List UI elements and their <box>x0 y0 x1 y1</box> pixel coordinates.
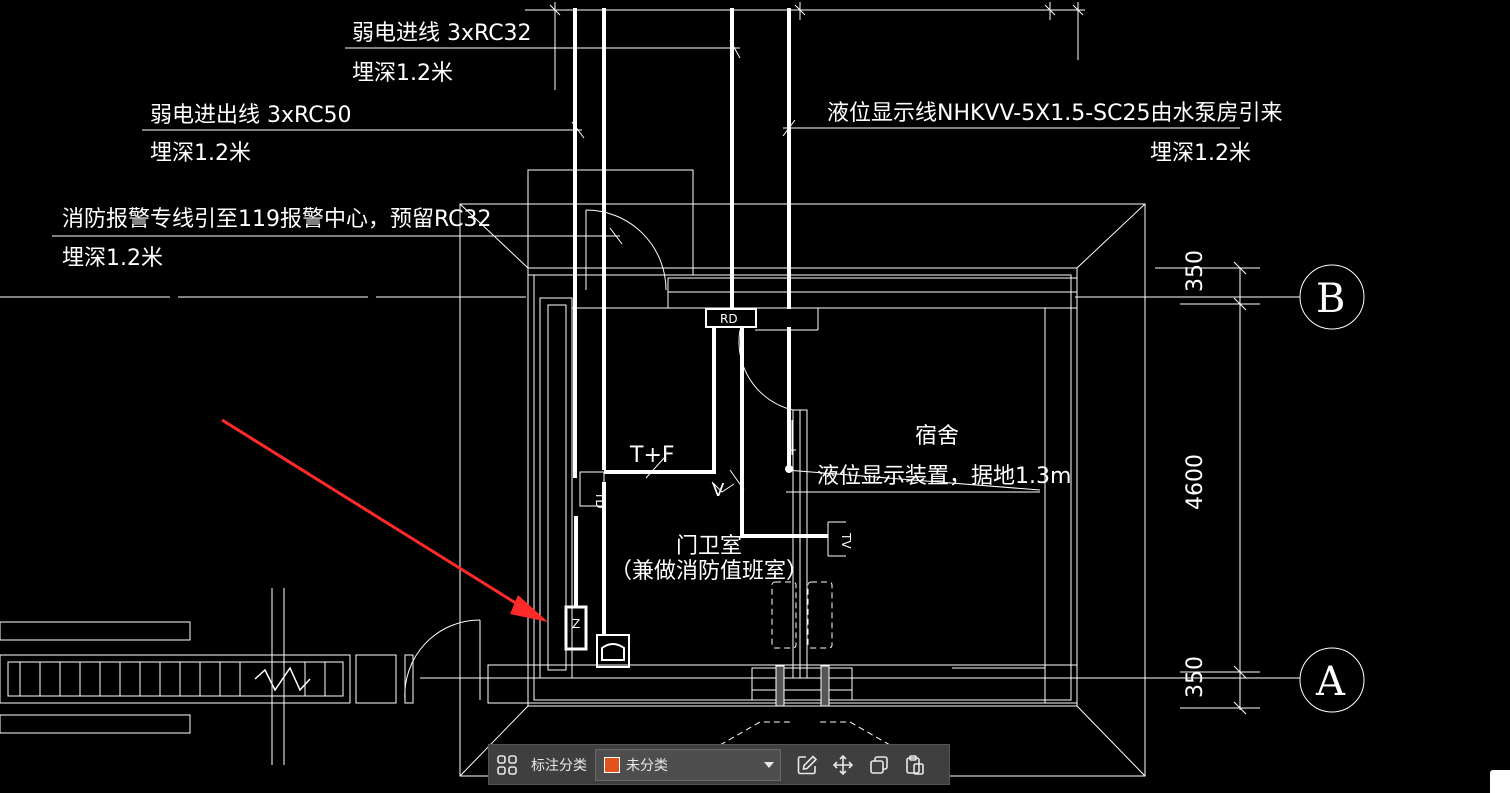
dim-350-bottom: 350 <box>1183 656 1208 698</box>
dim-4600: 4600 <box>1183 454 1208 510</box>
dim-350-top: 350 <box>1183 250 1208 292</box>
category-color-swatch <box>604 756 620 773</box>
copy-icon[interactable] <box>861 748 897 782</box>
v-label: V <box>712 480 725 501</box>
note-fire-alarm: 消防报警专线引至119报警中心，预留RC32 <box>62 207 492 232</box>
grid-icon[interactable] <box>489 748 525 782</box>
tv-label: TV <box>839 532 853 549</box>
category-select[interactable]: 未分类 <box>595 748 781 781</box>
category-label: 标注分类 <box>531 757 587 774</box>
note-fire-alarm-depth: 埋深1.2米 <box>62 246 163 271</box>
side-panel-handle[interactable] <box>1490 770 1510 793</box>
level-display-device-label: 液位显示装置，据地1.3m <box>817 464 1071 489</box>
note-weak-in-depth: 埋深1.2米 <box>352 61 453 86</box>
red-arrow-annotation <box>221 418 548 622</box>
tf-label: T+F <box>629 443 675 468</box>
td-label: TD <box>593 491 607 509</box>
note-level-line: 液位显示线NHKVV-5X1.5-SC25由水泵房引来 <box>827 101 1283 126</box>
note-weak-in: 弱电进线 3xRC32 <box>352 21 532 46</box>
room-guard-sub-label: （兼做消防值班室） <box>610 559 808 584</box>
move-icon[interactable] <box>825 748 861 782</box>
paste-icon[interactable] <box>897 748 933 782</box>
note-weak-inout: 弱电进出线 3xRC50 <box>150 103 352 128</box>
z-label: Z <box>572 617 580 631</box>
category-value: 未分类 <box>626 757 668 774</box>
axis-a-label: A <box>1315 659 1346 705</box>
axis-b-label: B <box>1316 276 1345 322</box>
note-level-line-depth: 埋深1.2米 <box>1150 141 1251 166</box>
room-dorm-label: 宿舍 <box>915 424 959 449</box>
annotation-toolbar: 标注分类 未分类 <box>488 744 950 785</box>
edit-icon[interactable] <box>789 748 825 782</box>
note-weak-inout-depth: 埋深1.2米 <box>150 141 251 166</box>
room-guard-label: 门卫室 <box>676 534 742 559</box>
rd-label: RD <box>720 312 738 326</box>
chevron-down-icon <box>764 761 774 768</box>
